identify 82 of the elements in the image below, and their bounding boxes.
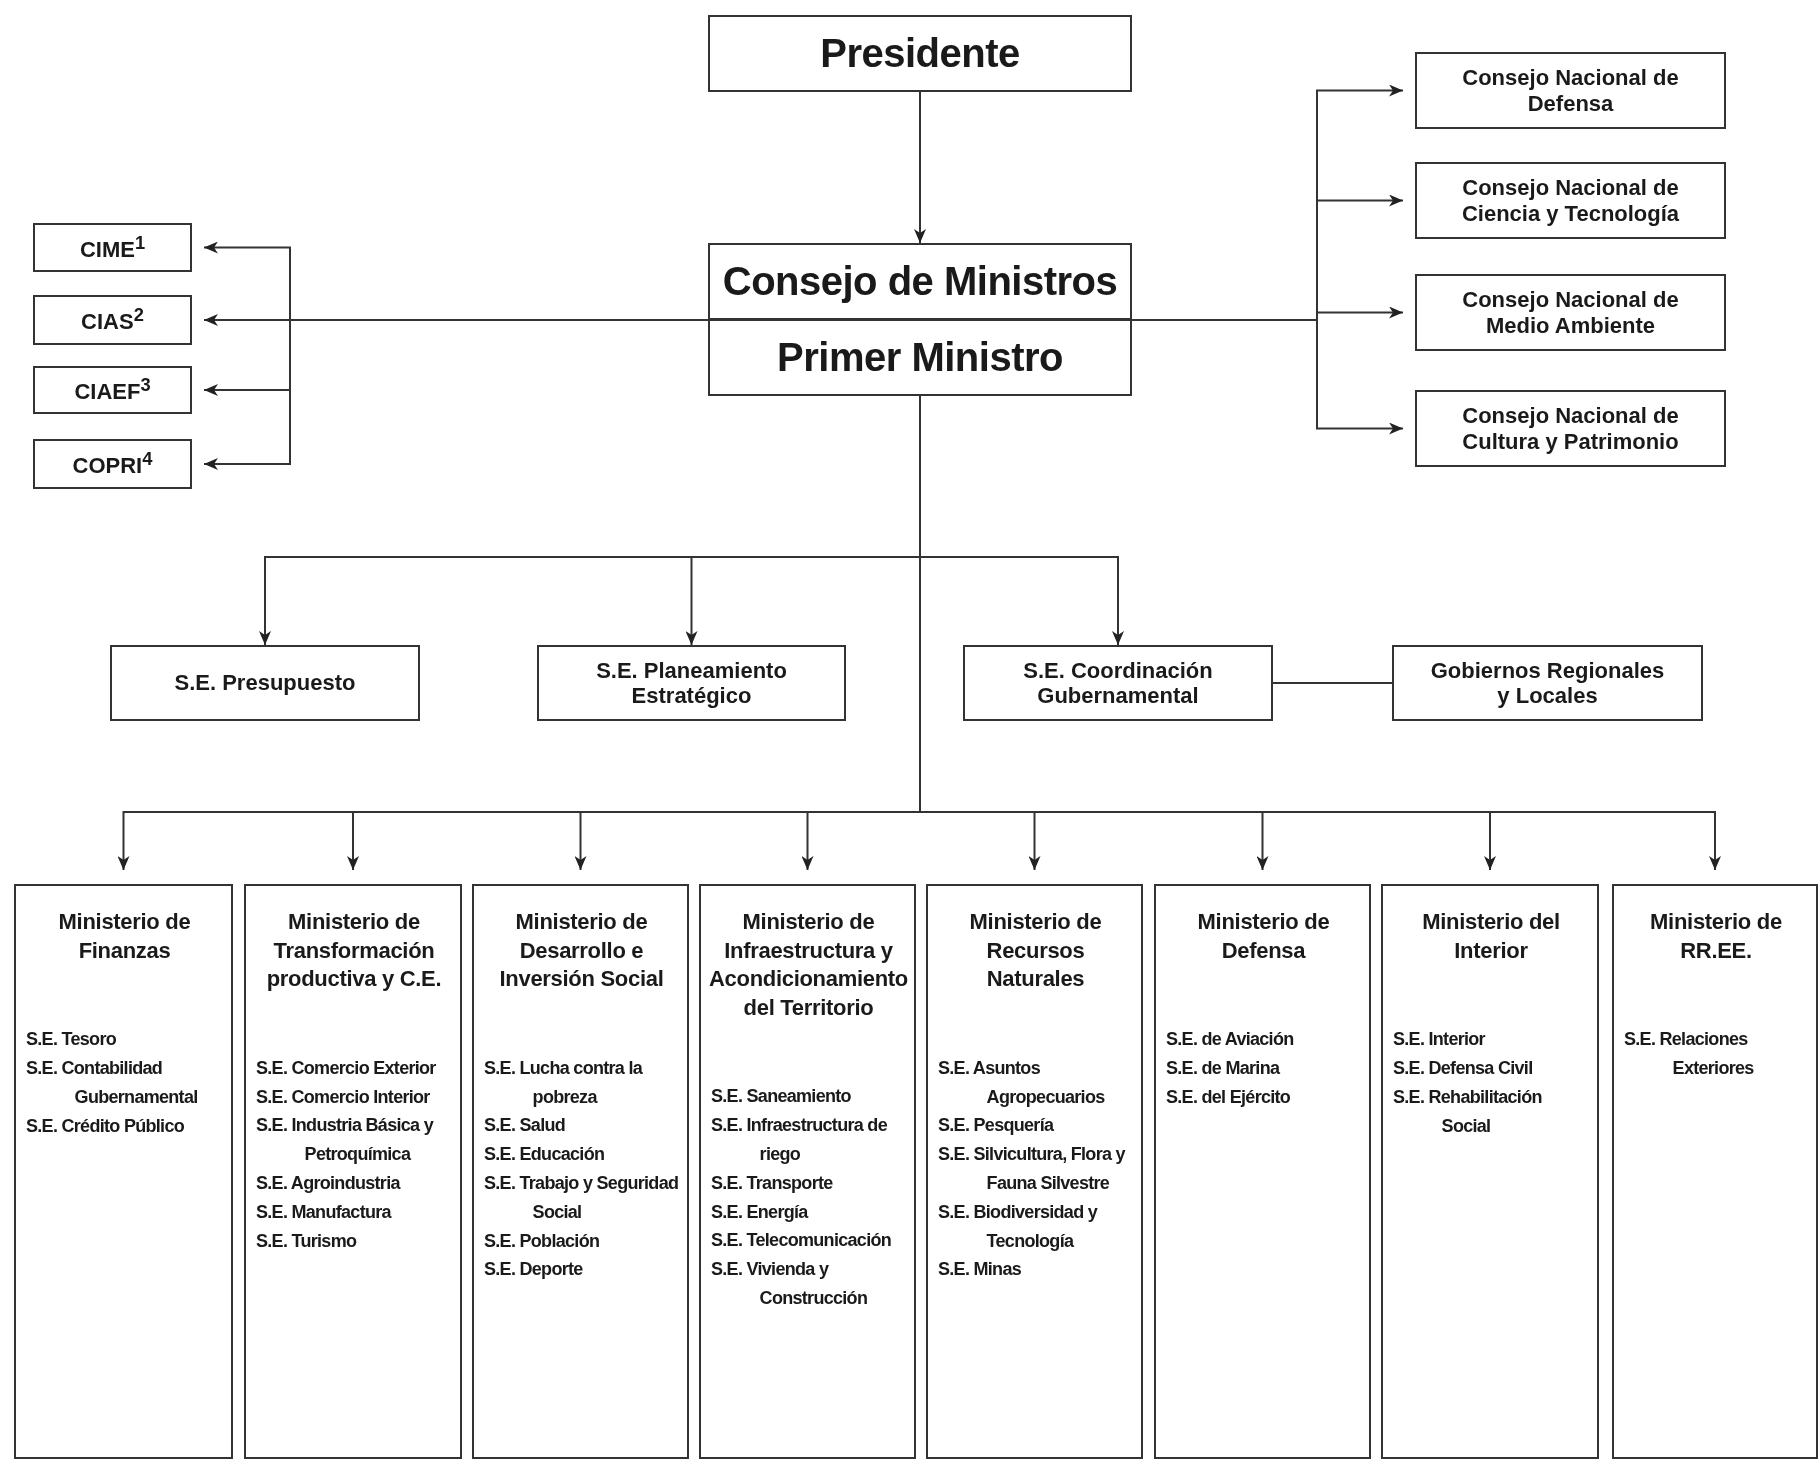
org-box xyxy=(33,439,192,489)
org-box xyxy=(1415,274,1726,351)
ministry-name: Ministerio de Recursos Naturales xyxy=(968,908,1103,994)
secretariat-name: S.E. Comercio Interior xyxy=(256,1085,431,1109)
ministry-name: Ministerio de Infraestructura y Acondicionamiento del Territorio xyxy=(709,908,908,1022)
secretariat-name: S.E. Educación xyxy=(484,1143,606,1167)
org-box xyxy=(708,243,1132,320)
ministry-column-box xyxy=(1154,884,1371,1459)
ministry-name: Ministerio de Defensa xyxy=(1196,908,1331,965)
secretariat-name: S.E. Defensa Civil xyxy=(1393,1057,1534,1080)
org-box xyxy=(110,645,420,721)
org-box xyxy=(708,319,1132,396)
org-box xyxy=(537,645,846,721)
org-box xyxy=(33,295,192,345)
unit-name: Consejo de Ministros xyxy=(722,259,1118,304)
secretariat-name: S.E. Silvicultura, Flora y Fauna Silvestre xyxy=(938,1143,1127,1195)
secretariat-name: S.E. Infraestructura de riego xyxy=(711,1114,888,1166)
secretariat-name: S.E. de Marina xyxy=(1166,1057,1281,1080)
unit-name: S.E. Presupuesto xyxy=(174,670,356,696)
org-box xyxy=(1392,645,1703,721)
ministry-name: Ministerio del Interior xyxy=(1421,908,1561,965)
secretariat-name: S.E. Telecomunicación xyxy=(711,1229,893,1253)
ministry-column-box xyxy=(699,884,916,1459)
secretariat-name: S.E. Población xyxy=(484,1229,601,1253)
secretariat-name: S.E. Comercio Exterior xyxy=(256,1056,437,1080)
secretariat-name: S.E. Energía xyxy=(711,1200,810,1224)
secretariat-name: S.E. Salud xyxy=(484,1114,567,1138)
secretariat-name: S.E. de Aviación xyxy=(1166,1028,1295,1052)
org-box xyxy=(1415,52,1726,129)
unit-name: Presidente xyxy=(820,31,1020,76)
org-box xyxy=(1415,390,1726,467)
unit-name: S.E. Planeamiento Estratégico xyxy=(595,657,788,709)
ministry-column-box xyxy=(1612,884,1818,1459)
ministry-column-box xyxy=(926,884,1143,1459)
arrow xyxy=(1131,319,1404,435)
ministry-name: Ministerio de Transformación productiva y C.E. xyxy=(265,908,443,994)
secretariat-name: S.E. Turismo xyxy=(256,1229,358,1253)
ministry-name: Ministerio de Desarrollo e Inversión Social xyxy=(498,908,665,994)
unit-name: S.E. Coordinación Gubernamental xyxy=(1022,657,1214,709)
arrow xyxy=(914,91,926,244)
secretariat-name: S.E. Minas xyxy=(938,1258,1023,1282)
secretariat-name: S.E. Agroindustria xyxy=(256,1171,402,1195)
org-box xyxy=(33,366,192,414)
org-box xyxy=(708,15,1132,92)
unit-name: COPRI$^{4}$ xyxy=(72,448,153,480)
org-box xyxy=(963,645,1273,721)
ministry-name: Ministerio de RR.EE. xyxy=(1649,908,1783,965)
secretariat-name: S.E. Contabilidad Gubernamental xyxy=(26,1057,199,1109)
secretariat-name: S.E. Manufactura xyxy=(256,1200,393,1224)
unit-name: CIAS$^{2}$ xyxy=(81,304,144,336)
secretariat-name: S.E. Saneamiento xyxy=(711,1085,852,1109)
unit-name: Consejo Nacional de Medio Ambiente xyxy=(1461,287,1680,338)
ministry-column-box xyxy=(1381,884,1599,1459)
unit-name: Consejo Nacional de Defensa xyxy=(1461,65,1680,116)
secretariat-name: S.E. Pesquería xyxy=(938,1114,1055,1138)
secretariat-name: S.E. Interior xyxy=(1393,1028,1487,1052)
secretariat-name: S.E. Deporte xyxy=(484,1258,584,1282)
secretariat-name: S.E. Asuntos Agropecuarios xyxy=(938,1056,1106,1109)
secretariat-name: S.E. Relaciones Exteriores xyxy=(1624,1028,1755,1080)
secretariat-name: S.E. Transporte xyxy=(711,1171,834,1195)
secretariat-name: S.E. Tesoro xyxy=(26,1028,117,1052)
connector-line xyxy=(1272,682,1393,684)
org-box xyxy=(1415,162,1726,239)
ministry-name: Ministerio de Finanzas xyxy=(57,908,192,965)
unit-name: CIME$^{1}$ xyxy=(79,231,146,264)
secretariat-name: S.E. Crédito Público xyxy=(26,1114,186,1138)
secretariat-name: S.E. Vivienda y Construcción xyxy=(711,1258,869,1310)
ministry-column-box xyxy=(14,884,233,1459)
unit-name: Consejo Nacional de Cultura y Patrimonio xyxy=(1461,403,1680,454)
ministry-column-box xyxy=(244,884,462,1459)
secretariat-name: S.E. Lucha contra la pobreza xyxy=(484,1056,644,1109)
ministry-column-box xyxy=(472,884,689,1459)
unit-name: Primer Ministro xyxy=(777,335,1063,380)
secretariat-name: S.E. Biodiversidad y Tecnología xyxy=(938,1200,1099,1253)
unit-name: CIAEF$^{3}$ xyxy=(74,374,151,406)
unit-name: Gobiernos Regionales y Locales xyxy=(1429,657,1666,709)
secretariat-name: S.E. Trabajo y Seguridad Social xyxy=(484,1171,679,1224)
org-box xyxy=(33,223,192,272)
unit-name: Consejo Nacional de Ciencia y Tecnología xyxy=(1460,175,1681,226)
secretariat-name: S.E. del Ejército xyxy=(1166,1085,1292,1109)
secretariat-name: S.E. Rehabilitación Social xyxy=(1393,1085,1543,1138)
secretariat-name: S.E. Industria Básica y Petroquímica xyxy=(256,1114,435,1167)
